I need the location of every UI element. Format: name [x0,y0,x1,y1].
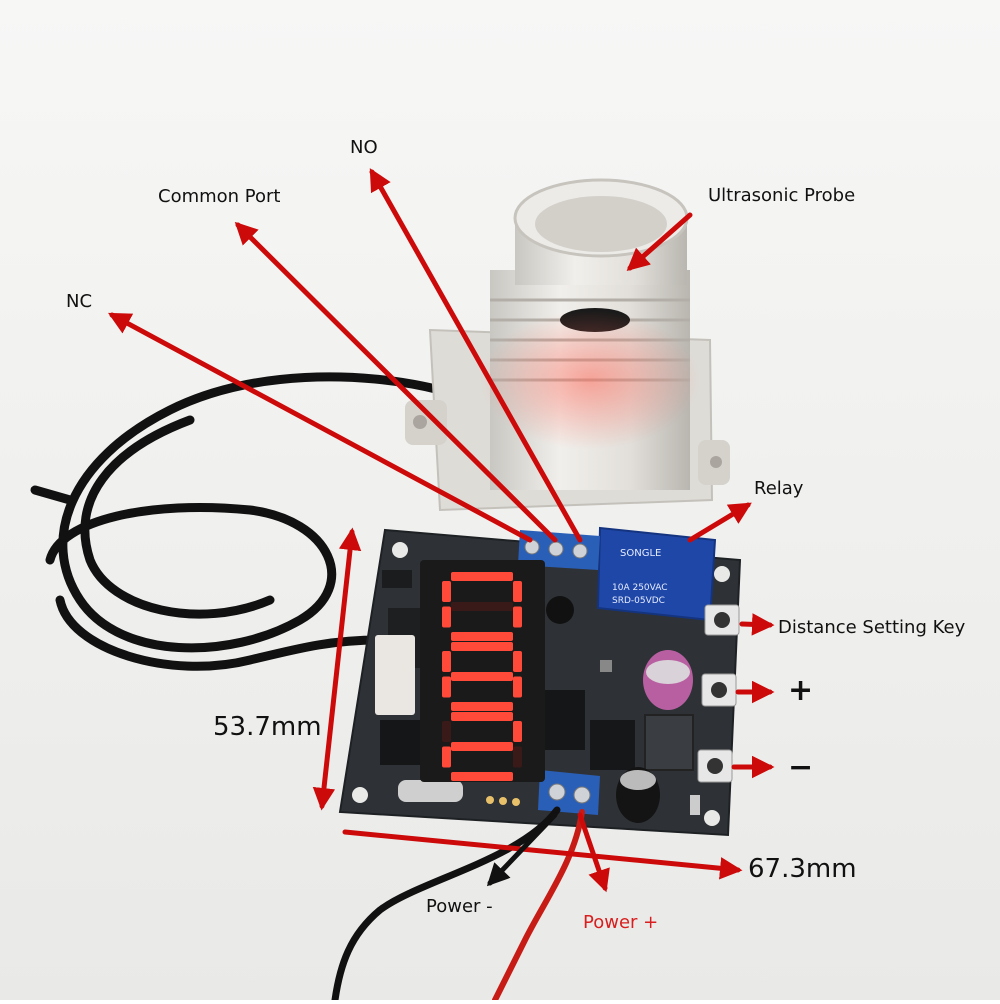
arrow-ultrasonic-probe [626,212,693,271]
segment-3-b [513,721,522,742]
arrow-height-dim [312,527,362,811]
annotation-arrows [108,168,775,893]
label-width-dim: 67.3mm [748,854,857,884]
segment-3-a [451,712,513,721]
segment-3-f [442,721,451,742]
segment-1-f [442,581,451,602]
label-minus: − [788,750,814,785]
label-power-minus: Power - [426,896,493,917]
segment-3-e [442,746,451,768]
segment-1-b [513,581,522,602]
relay: SONGLE 10A 250VAC SRD-05VDC [596,526,717,622]
display-digits [442,572,522,781]
pcb-buttons [697,604,740,783]
segment-2-c [513,676,522,698]
label-distance-setting-key: Distance Setting Key [778,617,966,638]
arrow-distance-setting-key [739,613,775,636]
segment-3-c [513,746,522,768]
arrow-nc [108,312,533,543]
segment-2-g [451,672,513,681]
label-nc: NC [66,291,93,312]
segment-1-d [451,632,513,641]
label-relay: Relay [754,478,804,499]
svg-text:SONGLE: SONGLE [620,548,661,559]
segment-2-d [451,702,513,711]
arrow-no [369,168,583,543]
label-ultrasonic-probe: Ultrasonic Probe [708,185,856,206]
cable-connector [375,635,415,715]
power-terminal-block [538,770,600,815]
arrow-relay [687,502,752,543]
segment-2-b [513,651,522,672]
segment-1-c [513,606,522,628]
segment-3-g [451,742,513,751]
label-plus: + [788,673,814,708]
svg-text:SRD-05VDC: SRD-05VDC [612,596,665,606]
ultrasonic-probe-housing [405,178,730,512]
label-height-dim: 53.7mm [213,712,322,742]
arrow-common-port [234,221,558,543]
segment-1-g [451,602,513,611]
arrow-width-dim [342,829,743,880]
segment-1-a [451,572,513,581]
label-no: NO [350,137,378,158]
arrow-power-plus [577,812,610,893]
segment-2-e [442,676,451,698]
segment-2-f [442,651,451,672]
label-power-plus: Power + [583,912,659,933]
svg-text:10A 250VAC: 10A 250VAC [612,583,668,593]
arrow-power-minus [486,812,558,887]
seven-segment-display [420,560,545,782]
segment-3-d [451,772,513,781]
segment-2-a [451,642,513,651]
power-wires [331,806,585,1004]
label-common-port: Common Port [158,186,281,207]
segment-1-e [442,606,451,628]
